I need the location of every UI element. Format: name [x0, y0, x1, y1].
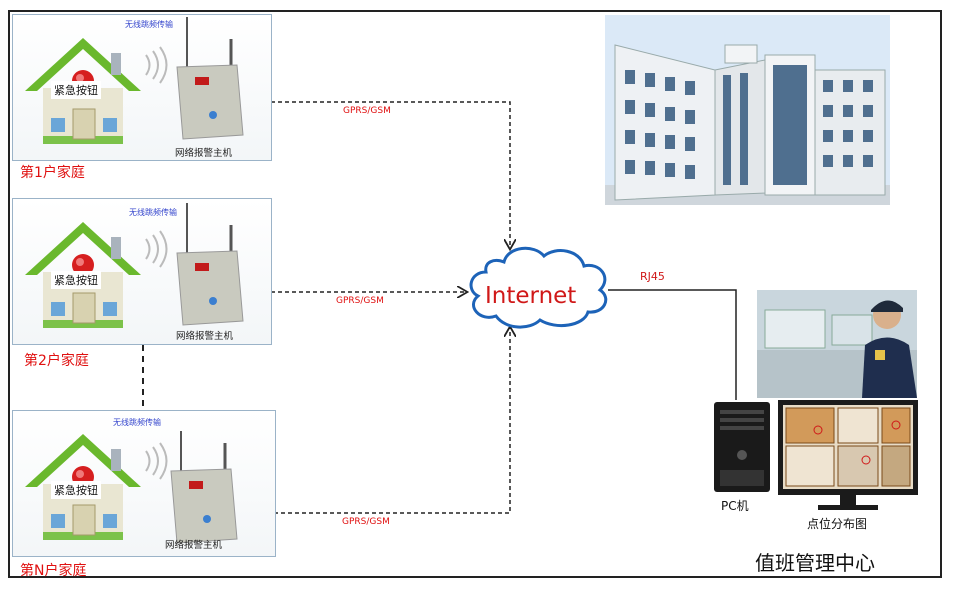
home-label-1: 第1户家庭 [20, 165, 85, 181]
emergency-button-label: 紧急按钮 [51, 271, 101, 289]
rj45-line [608, 289, 737, 400]
wireless-waves-icon [145, 442, 168, 480]
house-icon [25, 434, 141, 540]
host-label: 网络报警主机 [175, 148, 233, 159]
internet-label: Internet [485, 283, 577, 309]
monitor-label: 点位分布图 [807, 517, 868, 531]
home-panel-n: 紧急按钮 无线跳频传输 网络报警主机 [12, 410, 276, 557]
host-label: 网络报警主机 [176, 331, 234, 342]
pc-label: PC机 [721, 499, 749, 513]
link-homeN [253, 328, 510, 513]
wireless-label: 无线跳频传输 [129, 208, 177, 217]
internet-cloud [469, 246, 608, 329]
center-label: 值班管理中心 [755, 551, 875, 575]
pc-tower-icon [714, 402, 770, 492]
building-image [605, 15, 890, 205]
alarm-host-icon [170, 431, 238, 544]
wireless-label: 无线跳频传输 [125, 20, 173, 29]
home-panel-2: 紧急按钮 无线跳频传输 网络报警主机 [12, 198, 272, 345]
gprs-label-2: GPRS/GSM [336, 296, 384, 306]
emergency-button-label: 紧急按钮 [51, 81, 101, 99]
control-room-image [757, 290, 917, 398]
gprs-label-1: GPRS/GSM [343, 106, 391, 116]
wireless-waves-icon [145, 46, 168, 84]
host-label: 网络报警主机 [165, 540, 223, 551]
home-panel-1: 紧急按钮 无线跳频传输 网络报警主机 [12, 14, 272, 161]
rj45-label: RJ45 [640, 270, 665, 283]
floor-plan-monitor-icon [778, 400, 918, 510]
wireless-label: 无线跳频传输 [113, 418, 161, 427]
emergency-button-label: 紧急按钮 [51, 481, 101, 499]
wireless-waves-icon [145, 230, 168, 268]
alarm-host-icon [176, 203, 244, 326]
home-label-2: 第2户家庭 [24, 353, 89, 369]
alarm-host-icon [176, 17, 244, 140]
home-label-n: 第N户家庭 [20, 563, 87, 579]
gprs-label-n: GPRS/GSM [342, 517, 390, 527]
link-home1 [250, 102, 510, 248]
